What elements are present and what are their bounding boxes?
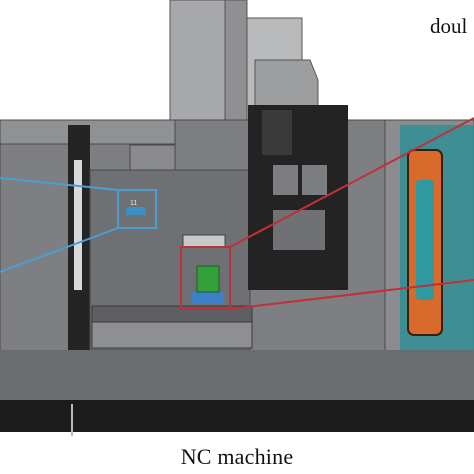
- sensor-marker: 11: [130, 200, 137, 207]
- sensor-icon: [126, 207, 146, 215]
- fixture-blue: [192, 292, 224, 304]
- workpiece-callout-line-top: [229, 117, 474, 248]
- sensor-callout-line-top: [0, 177, 119, 191]
- right-door-window: [416, 180, 434, 300]
- machine-body-step: [129, 144, 176, 171]
- base-plinth: [0, 350, 474, 400]
- machine-base: [0, 400, 474, 432]
- table-base: [91, 321, 253, 349]
- spindle-nose: [182, 234, 226, 248]
- frame-window-2: [302, 165, 327, 195]
- frame-window-1: [273, 165, 298, 195]
- corner-label: doul: [430, 14, 468, 38]
- figure-caption: NC machine: [180, 444, 294, 469]
- frame-window-3: [273, 210, 325, 250]
- workpiece-callout-box: [180, 246, 231, 310]
- sensor-callout-line-bottom: [0, 227, 119, 273]
- frame-top-block: [262, 110, 292, 155]
- workpiece-green: [196, 265, 220, 293]
- workpiece-callout-line-bottom: [229, 279, 474, 310]
- sensor-callout-box: [117, 189, 157, 229]
- left-door-slot: [74, 160, 82, 290]
